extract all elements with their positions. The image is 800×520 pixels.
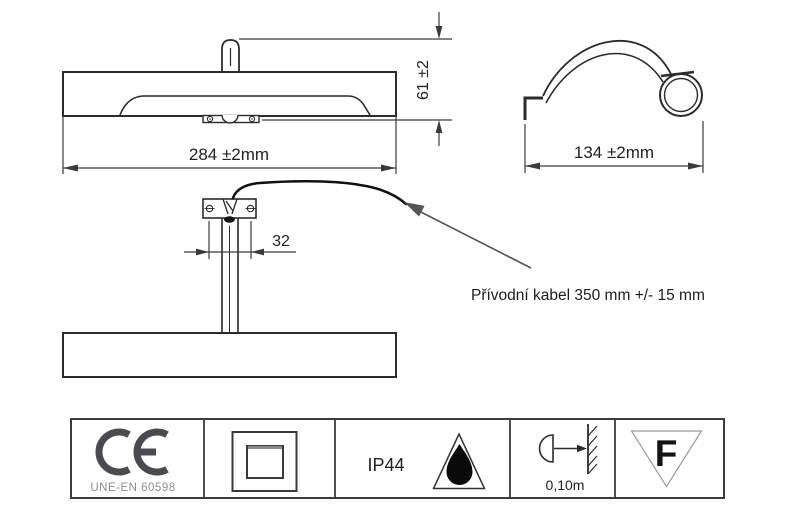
f-symbol-label: F [655,433,678,474]
side-width-dim-label: 134 ±2mm [574,143,654,162]
side-view-tube-inner [663,77,699,113]
side-view-arm-outer-arc [542,39,672,97]
front-bracket-screw-right [248,115,256,123]
water-drop-triangle-icon [432,432,486,490]
screw-dot [209,118,211,120]
hole-spacing-dimension [184,221,296,259]
front-width-dim-label: 284 ±2mm [189,145,269,164]
side-view-wall-bracket [523,96,543,120]
screw-dot [251,118,253,120]
mounting-view-body [62,332,397,378]
front-view [62,39,397,124]
ip-rating-label: IP44 [367,455,404,475]
front-bracket-screw-left [206,115,214,123]
side-width-dimension [524,121,704,173]
side-view [523,39,703,120]
lamp-wall-distance-icon [538,424,598,475]
cable-leader-arrow [404,202,532,269]
front-view-bracket-notch [221,114,239,124]
front-height-dim-label: 61 ±2 [415,60,432,100]
mounting-view [62,198,397,378]
hole-spacing-dim-label: 32 [272,233,290,250]
cable-entry-funnel [222,198,238,215]
wall-distance-label: 0,10m [546,477,585,493]
front-view-body [62,71,397,117]
side-view-arm-inner-arc [545,52,664,104]
side-view-tube-outer [659,73,703,117]
front-width-dimension [62,116,397,174]
class-ii-double-square-icon [231,431,298,492]
front-view-diffuser [119,95,371,116]
certification-table: UNE-EN 60598 IP44 0,10m [70,418,725,499]
f-triangle-icon [630,430,703,488]
cable-grommet [224,216,235,223]
front-height-dimension [239,12,452,146]
ce-standard-label: UNE-EN 60598 [90,482,175,494]
supply-cable [231,179,408,206]
ce-mark-icon [95,428,169,476]
cable-note-label: Přívodní kabel 350 mm +/- 15 mm [471,287,705,304]
